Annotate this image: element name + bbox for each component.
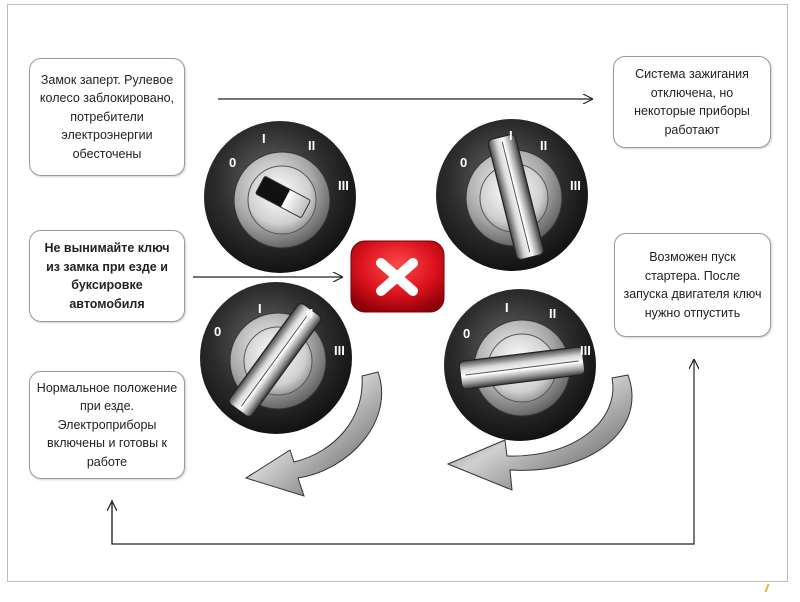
diagram-frame [7, 4, 788, 582]
ignition-dial-start: 0 I II III [444, 289, 596, 441]
position-label-1: I [505, 300, 509, 315]
position-label-2: II [540, 138, 547, 153]
ignition-dial-accessory: 0 I II III [436, 119, 588, 271]
position-label-1: I [262, 131, 266, 146]
note-locked-text: Замок заперт. Рулевое колесо заблокирова… [39, 72, 175, 161]
note-locked: Замок заперт. Рулевое колесо заблокирова… [29, 58, 185, 176]
loop-return-line [111, 360, 694, 545]
position-label-0: 0 [463, 326, 470, 341]
note-starter: Возможен пуск стартера. После запуска дв… [614, 233, 771, 337]
ignition-dial-lock: 0 I II III [204, 121, 356, 273]
position-label-0: 0 [229, 155, 236, 170]
note-warning-text: Не вынимайте ключ из замка при езде и бу… [44, 241, 170, 311]
position-label-3: III [334, 343, 345, 358]
note-ignition-off-text: Система зажигания отключена, но некоторы… [634, 67, 750, 137]
position-label-2: II [308, 138, 315, 153]
rotate-arrow-left [244, 371, 383, 497]
position-label-3: III [580, 343, 591, 358]
position-label-2: II [549, 306, 556, 321]
note-driving-text: Нормальное положение при езде. Электропр… [36, 380, 178, 469]
note-warning: Не вынимайте ключ из замка при езде и бу… [29, 230, 185, 322]
position-label-3: III [570, 178, 581, 193]
note-starter-text: Возможен пуск стартера. После запуска дв… [623, 250, 762, 320]
close-icon [350, 240, 445, 313]
position-label-0: 0 [460, 155, 467, 170]
position-label-0: 0 [214, 324, 221, 339]
position-label-3: III [338, 178, 349, 193]
ignition-dial-on: 0 I II III [200, 282, 352, 434]
position-label-1: I [258, 301, 262, 316]
note-driving: Нормальное положение при езде. Электропр… [29, 371, 185, 479]
rotate-arrow-right [446, 374, 633, 491]
position-label-2: II [306, 306, 313, 321]
position-label-1: I [509, 128, 513, 143]
note-ignition-off: Система зажигания отключена, но некоторы… [613, 56, 771, 148]
